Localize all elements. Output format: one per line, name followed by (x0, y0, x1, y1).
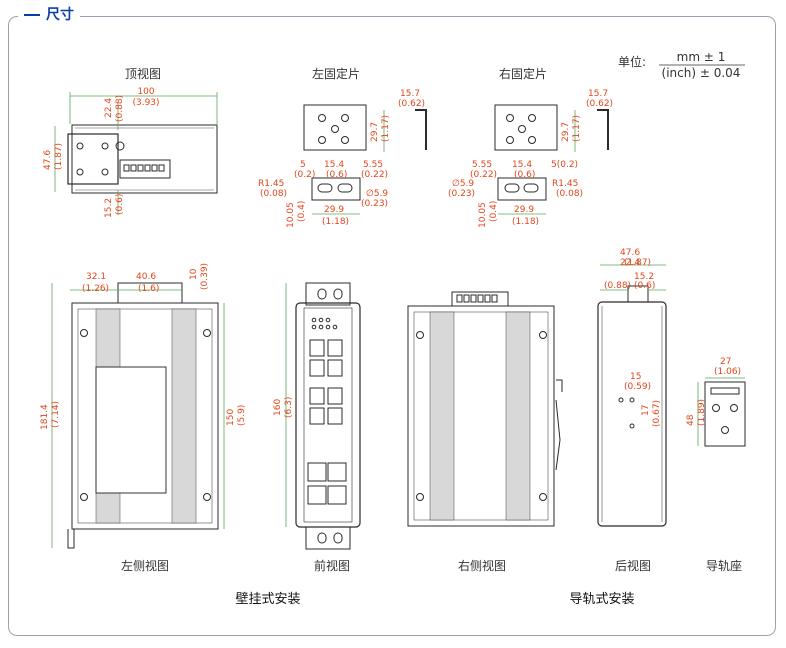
svg-text:(0.6): (0.6) (514, 170, 535, 180)
svg-text:(1.18): (1.18) (512, 217, 539, 227)
svg-text:(0.6): (0.6) (326, 170, 347, 180)
svg-text:10: 10 (189, 268, 199, 280)
svg-text:(0.6): (0.6) (634, 281, 655, 291)
svg-text:(1.06): (1.06) (714, 367, 741, 377)
rail-seat-drawing: 27 (1.06) 48 (1.89) (686, 357, 746, 447)
svg-text:(0.2): (0.2) (294, 170, 315, 180)
svg-text:5.55: 5.55 (363, 160, 383, 170)
svg-text:R1.45: R1.45 (552, 179, 578, 189)
svg-text:(0.39): (0.39) (200, 263, 210, 290)
svg-text:32.1: 32.1 (86, 272, 106, 282)
front-view-drawing: 160 (6.3) (273, 282, 361, 550)
dimensions-panel (8, 16, 776, 636)
svg-text:15.4: 15.4 (324, 160, 344, 170)
svg-text:∅5.9: ∅5.9 (452, 179, 474, 189)
svg-text:(5.9): (5.9) (237, 405, 247, 426)
svg-text:(inch) ± 0.04: (inch) ± 0.04 (662, 66, 741, 80)
caption-front: 前视图 (314, 558, 350, 573)
svg-text:15.7: 15.7 (400, 89, 420, 99)
left-bracket-drawing: 15.7 (0.62) 29.7 (1.17) 5 (0.2) 15.4 (0.… (258, 89, 427, 228)
caption-top-view: 顶视图 (125, 66, 161, 81)
svg-text:22.4: 22.4 (620, 258, 640, 268)
svg-text:(0.4): (0.4) (297, 201, 307, 222)
svg-text:15.2: 15.2 (634, 272, 654, 282)
svg-text:5.55: 5.55 (472, 160, 492, 170)
svg-text:(1.17): (1.17) (572, 115, 582, 142)
svg-text:15: 15 (630, 372, 641, 382)
svg-text:(1.6): (1.6) (138, 284, 159, 294)
svg-text:181.4: 181.4 (40, 404, 50, 430)
svg-text:29.9: 29.9 (514, 205, 534, 215)
svg-text:(1.87): (1.87) (54, 143, 64, 170)
svg-text:(0.67): (0.67) (652, 400, 662, 427)
svg-text:(0.88): (0.88) (604, 281, 631, 291)
caption-right-bracket: 右固定片 (499, 66, 547, 81)
rear-view-drawing: 47.6 22.4 (0.88) (1.87) 15.2 (0.6) 15 (0… (597, 248, 667, 527)
svg-text:22.4: 22.4 (104, 98, 114, 118)
caption-rail-seat: 导轨座 (706, 558, 742, 573)
svg-text:R1.45: R1.45 (258, 179, 284, 189)
svg-text:mm ± 1: mm ± 1 (677, 50, 726, 64)
svg-text:29.7: 29.7 (561, 122, 571, 142)
right-bracket-drawing: 15.7 (0.62) 29.7 (1.17) 5.55 (0.22) 15.4… (448, 89, 613, 228)
svg-text:48: 48 (686, 414, 696, 426)
svg-text:(0.88): (0.88) (115, 95, 125, 122)
unit-legend: 单位: mm ± 1 (inch) ± 0.04 (618, 50, 745, 80)
svg-text:27: 27 (720, 357, 731, 367)
svg-text:(1.26): (1.26) (82, 284, 109, 294)
svg-text:(0.22): (0.22) (361, 170, 388, 180)
caption-left-side: 左侧视图 (121, 558, 169, 573)
svg-text:29.7: 29.7 (370, 122, 380, 142)
svg-text:47.6: 47.6 (620, 248, 640, 258)
svg-text:(0.4): (0.4) (489, 201, 499, 222)
svg-text:40.6: 40.6 (136, 272, 156, 282)
svg-text:15.7: 15.7 (588, 89, 608, 99)
svg-text:(1.18): (1.18) (322, 217, 349, 227)
svg-text:(0.23): (0.23) (448, 189, 475, 199)
left-side-view-drawing: 32.1 (1.26) 40.6 (1.6) 10 (0.39) 181.4 (… (40, 263, 247, 549)
caption-right-side: 右侧视图 (458, 558, 506, 573)
svg-text:47.6: 47.6 (43, 150, 53, 170)
svg-text:(1.89): (1.89) (697, 399, 707, 426)
svg-text:15.4: 15.4 (512, 160, 532, 170)
svg-text:(3.93): (3.93) (132, 98, 159, 108)
svg-text:(1.87): (1.87) (624, 258, 651, 268)
svg-text:17: 17 (641, 405, 651, 416)
svg-text:10.05: 10.05 (286, 202, 296, 228)
top-view-drawing: 100 (3.93) 22.4 (0.88) 47.6 (1.87) 15.2 … (43, 87, 218, 218)
svg-text:(0.6): (0.6) (115, 194, 125, 215)
svg-text:(1.17): (1.17) (381, 115, 391, 142)
svg-text:(7.14): (7.14) (51, 401, 61, 428)
svg-text:29.9: 29.9 (324, 205, 344, 215)
caption-left-bracket: 左固定片 (312, 66, 360, 81)
svg-text:(0.62): (0.62) (586, 99, 613, 109)
section-title: 尺寸 (18, 5, 80, 25)
svg-text:单位:: 单位: (618, 54, 646, 69)
svg-text:10.05: 10.05 (478, 202, 488, 228)
caption-wall-mount: 壁挂式安装 (235, 592, 300, 607)
svg-text:(0.59): (0.59) (624, 382, 651, 392)
caption-din-mount: 导轨式安装 (569, 592, 634, 607)
svg-text:5: 5 (300, 160, 306, 170)
svg-text:(0.23): (0.23) (361, 199, 388, 209)
svg-text:5(0.2): 5(0.2) (551, 160, 578, 170)
caption-rear: 后视图 (615, 558, 651, 573)
svg-text:(0.08): (0.08) (260, 189, 287, 199)
svg-text:100: 100 (137, 87, 154, 97)
svg-text:(6.3): (6.3) (284, 397, 294, 418)
svg-text:(0.62): (0.62) (398, 99, 425, 109)
svg-text:15.2: 15.2 (104, 198, 114, 218)
svg-text:160: 160 (273, 399, 283, 416)
svg-text:∅5.9: ∅5.9 (366, 189, 388, 199)
svg-text:150: 150 (226, 409, 236, 426)
svg-text:(0.08): (0.08) (556, 189, 583, 199)
svg-text:(0.22): (0.22) (470, 170, 497, 180)
right-side-view-drawing (407, 291, 563, 527)
